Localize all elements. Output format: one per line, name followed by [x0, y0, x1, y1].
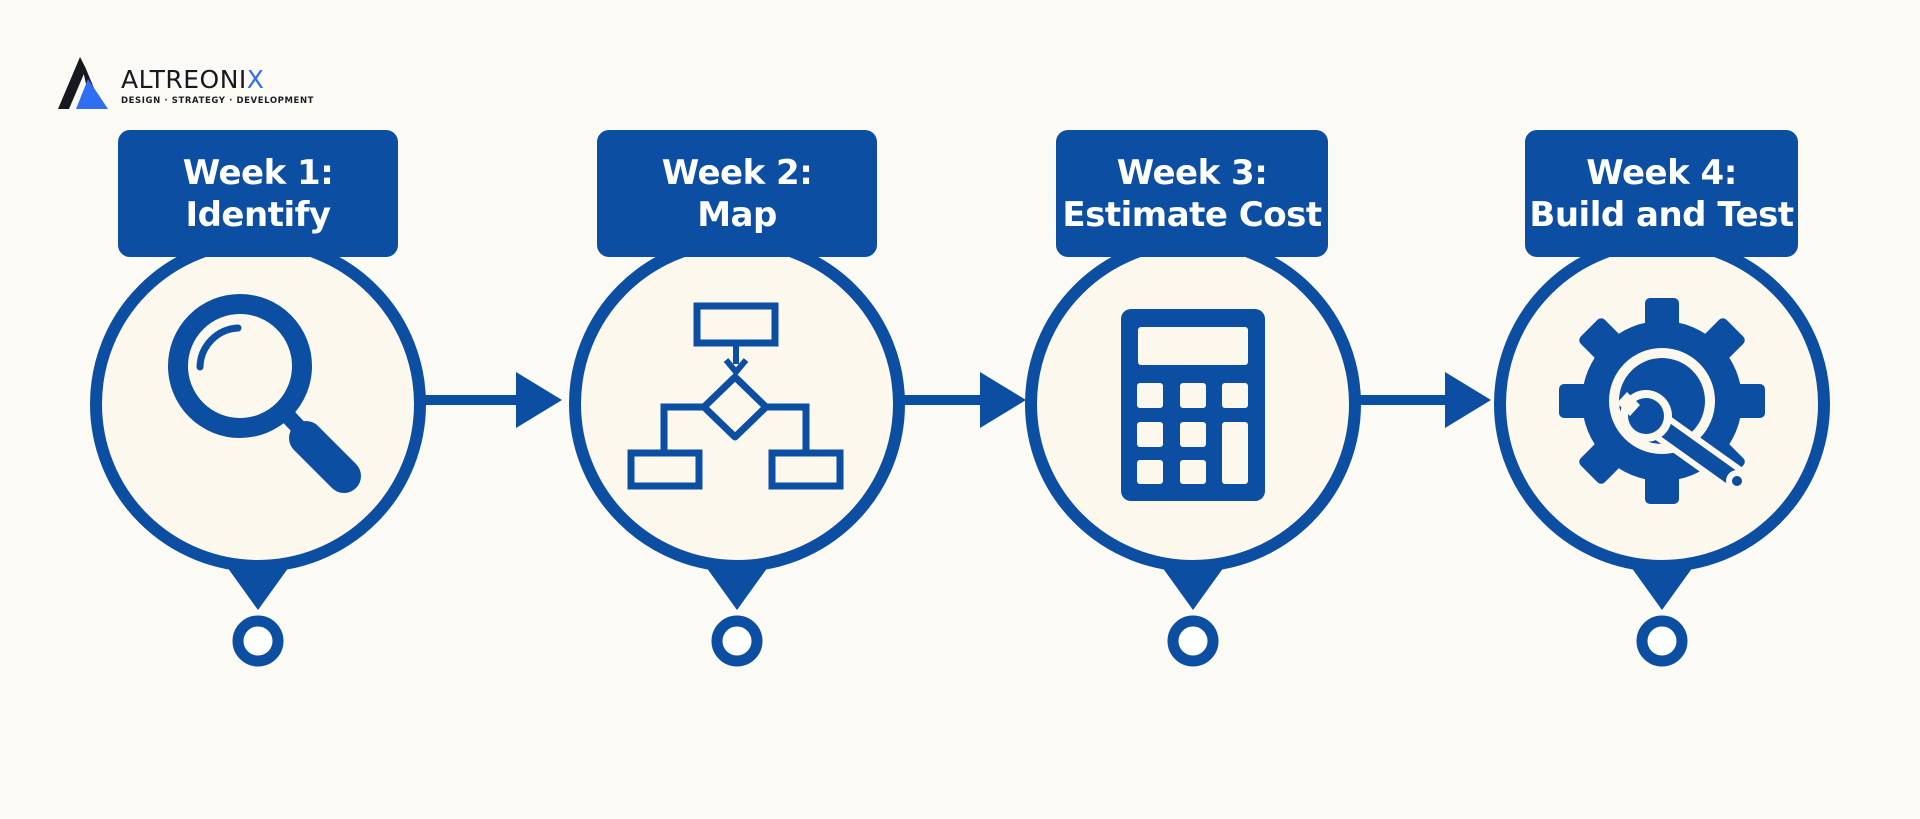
arrow-right-icon	[903, 372, 1026, 428]
step-build-and-test	[1494, 130, 1830, 667]
arrow-right-icon	[424, 372, 562, 428]
magnifying-glass-icon	[168, 294, 361, 493]
step-title-week-2: Week 2: Map	[597, 130, 877, 257]
step-title-week-1: Week 1: Identify	[118, 130, 398, 257]
step-title-week-3: Week 3: Estimate Cost	[1056, 130, 1328, 257]
step-title-line-2: Build and Test	[1529, 194, 1794, 235]
brand-mark-icon	[58, 57, 108, 109]
brand-logo: ALTREONIX DESIGN · STRATEGY · DEVELOPMEN…	[58, 57, 318, 117]
brand-name: ALTREONIX	[121, 65, 265, 94]
connector-arrow-3	[1359, 372, 1491, 428]
step-title-line-1: Week 1:	[182, 152, 334, 193]
step-title-line-2: Estimate Cost	[1062, 194, 1322, 235]
step-identify	[90, 130, 426, 667]
gear-wrench-icon	[1559, 298, 1765, 504]
step-title-line-2: Identify	[185, 194, 331, 235]
arrow-right-icon	[1359, 372, 1491, 428]
step-map	[569, 130, 905, 667]
step-estimate-cost	[1025, 130, 1361, 667]
brand-tagline: DESIGN · STRATEGY · DEVELOPMENT	[121, 96, 315, 106]
step-title-line-2: Map	[697, 194, 777, 235]
flowchart-icon	[627, 302, 844, 490]
connector-arrow-2	[903, 372, 1026, 428]
step-title-week-4: Week 4: Build and Test	[1525, 130, 1798, 257]
step-title-line-1: Week 4:	[1586, 152, 1737, 193]
step-title-line-1: Week 2:	[661, 152, 813, 193]
connector-arrow-1	[424, 372, 562, 428]
step-title-line-1: Week 3:	[1116, 152, 1268, 193]
calculator-icon	[1121, 309, 1265, 501]
